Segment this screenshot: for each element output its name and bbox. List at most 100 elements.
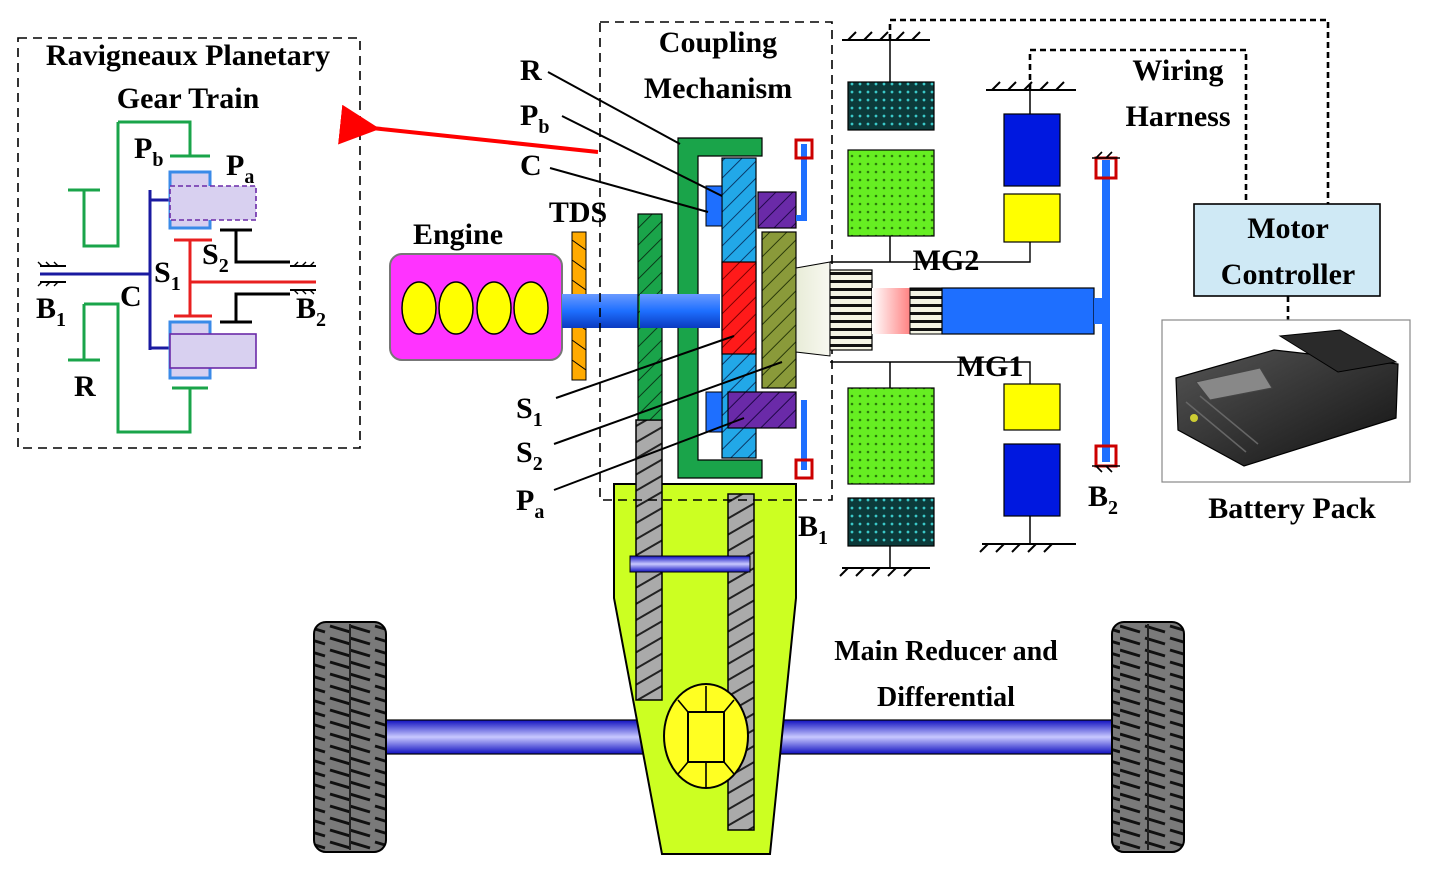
label-b2: B2 — [296, 292, 326, 331]
label-pa: Pa — [226, 149, 254, 188]
label-r-part: R — [520, 54, 542, 87]
zoom-arrow — [338, 104, 599, 154]
coupling-title-line1: Coupling — [659, 26, 777, 59]
mg1-rotor-bottom — [1003, 383, 1061, 431]
label-s1: S1 — [154, 256, 181, 295]
engine-shaft — [596, 294, 642, 328]
engine-icon — [389, 253, 563, 361]
sun-gear-s2 — [761, 231, 797, 389]
reducer-label-line2: Differential — [877, 682, 1015, 713]
label-s1-part: S1 — [516, 392, 543, 431]
mg2-stator: MG2 MG1 — [830, 31, 1031, 577]
leader-pa — [553, 417, 745, 491]
engine-label: Engine — [413, 218, 503, 251]
motor-controller-line2: Controller — [1221, 258, 1355, 291]
b2-hatch — [293, 261, 315, 295]
brake-b1-bottom — [794, 458, 814, 480]
b1-bearing — [40, 265, 66, 283]
label-b2-part: B2 — [1088, 480, 1118, 519]
label-s2: S2 — [202, 238, 229, 277]
tds-shaft — [562, 294, 598, 328]
tds-label: TDS — [549, 196, 607, 229]
ravigneaux-frame — [17, 37, 361, 449]
battery-pack: Battery Pack — [1161, 319, 1411, 525]
coupling-title-line2: Mechanism — [644, 72, 792, 105]
s2-schematic — [234, 230, 290, 322]
ground-icon — [842, 31, 930, 41]
brake-b1-top — [794, 138, 814, 160]
label-r: R — [74, 370, 96, 403]
wire-mg1 — [1028, 48, 1248, 204]
battery-pack-icon — [1175, 329, 1399, 467]
mg2-rotor-bottom — [847, 387, 935, 485]
b1-hatch — [37, 261, 59, 287]
leader-c — [549, 167, 709, 213]
label-pa-part: Pa — [516, 484, 544, 523]
wiring-label-line1: Wiring — [1132, 54, 1223, 87]
carrier-schematic — [148, 190, 172, 350]
motor-controller-box — [1193, 203, 1381, 297]
leader-r — [547, 71, 681, 145]
label-b1: B1 — [36, 292, 66, 331]
reducer-gear-right — [727, 493, 755, 831]
ring-pb-top — [118, 120, 210, 158]
tire-icon — [1111, 621, 1185, 853]
leader-s1 — [555, 335, 735, 399]
mg-housing-lines — [830, 236, 1031, 386]
mg1-motor — [979, 81, 1076, 553]
gear-icon — [663, 683, 749, 789]
label-b1-part: B1 — [798, 510, 828, 549]
reducer-label-line1: Main Reducer and — [834, 636, 1058, 667]
main-reducer: Main Reducer and Differential — [613, 419, 1058, 855]
label-c-part: C — [520, 149, 542, 182]
label-c: C — [120, 280, 142, 313]
ravigneaux-title-line2: Gear Train — [117, 82, 260, 115]
label-s2-part: S2 — [516, 436, 543, 475]
mg2-label: MG2 — [913, 244, 980, 277]
label-pb-part: Pb — [520, 99, 549, 138]
s2-hub — [795, 261, 831, 357]
label-pb: Pb — [134, 132, 163, 171]
planet-pa-upper — [169, 185, 257, 221]
countershaft — [629, 555, 751, 573]
leader-pb — [561, 115, 723, 197]
mg1-rotor-top — [1003, 193, 1061, 243]
ravigneaux-schematic: Ravigneaux Planetary Gear Train Pb Pa S2 — [17, 37, 361, 449]
engine-block: Engine TDS — [389, 196, 642, 381]
wiring-harness: Wiring Harness — [888, 18, 1330, 322]
sun-gear-s1 — [721, 261, 757, 355]
wire-mg2 — [888, 18, 1330, 204]
planet-pa-top — [757, 191, 797, 229]
tire-icon — [313, 621, 387, 853]
mg1-stator-bottom — [1003, 443, 1061, 517]
motor-controller-line1: Motor — [1247, 212, 1329, 245]
carrier-arm-top — [705, 185, 723, 227]
battery-label: Battery Pack — [1208, 492, 1376, 525]
wiring-label-line2: Harness — [1126, 100, 1231, 133]
mg2-stator-bottom-dark — [847, 497, 935, 547]
shaft-main — [941, 287, 1095, 335]
planet-pa-lower — [169, 333, 257, 369]
coupling-frame — [599, 21, 833, 501]
shaft-spline — [909, 287, 943, 335]
ground-icon — [839, 567, 930, 577]
coupling-mechanism: Coupling Mechanism R Pb C S1 — [516, 21, 873, 549]
brake-b1-shaft — [796, 144, 807, 470]
ground-icon — [979, 543, 1076, 553]
mg1-label: MG1 — [957, 350, 1024, 383]
mg1-stator-top — [1003, 113, 1061, 187]
coupling-input-shaft — [640, 294, 720, 328]
carrier-arm-bottom — [705, 391, 723, 433]
mg1-shaft: B2 — [872, 151, 1120, 519]
mg2-rotor-top — [847, 149, 935, 237]
planet-pa-bottom — [727, 391, 797, 429]
leader-s2 — [553, 361, 783, 445]
ravigneaux-title-line1: Ravigneaux Planetary — [46, 39, 330, 72]
b2-bearing — [290, 265, 316, 291]
ring-upper — [68, 122, 120, 248]
motor-controller: Motor Controller — [1193, 203, 1381, 297]
ring-r-marker — [68, 304, 100, 362]
s2-spline — [829, 269, 873, 351]
ring-lower — [84, 302, 208, 434]
